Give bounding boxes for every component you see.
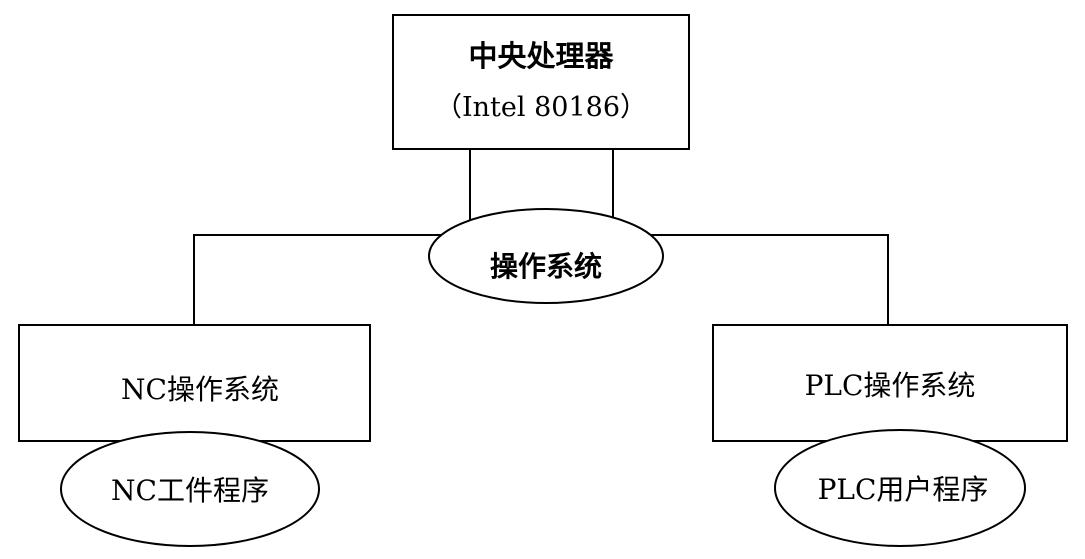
nc-program-label: NC工件程序	[111, 474, 269, 507]
connector-cpu-to-plc-os	[612, 149, 889, 325]
plc-os-label: PLC操作系统	[805, 369, 976, 402]
cpu-title: 中央处理器	[468, 39, 614, 73]
nc-os-node: NC操作系统	[18, 324, 371, 442]
cpu-box	[392, 14, 690, 150]
os-ellipse	[428, 208, 664, 304]
plc-os-node: PLC操作系统	[712, 324, 1068, 442]
plc-program-node: PLC用户程序	[774, 429, 1026, 547]
cpu-node: 中央处理器 （Intel 80186）	[392, 14, 690, 150]
os-label: 操作系统	[490, 250, 602, 283]
plc-program-ellipse	[774, 429, 1026, 547]
nc-os-label: NC操作系统	[121, 373, 279, 406]
nc-program-ellipse	[60, 431, 320, 547]
os-node: 操作系统	[428, 208, 664, 304]
connector-cpu-to-nc-os	[193, 149, 471, 325]
cpu-subtitle: （Intel 80186）	[435, 92, 647, 123]
nc-program-node: NC工件程序	[60, 431, 320, 547]
plc-program-label: PLC用户程序	[818, 473, 989, 506]
nc-os-box	[18, 324, 371, 442]
